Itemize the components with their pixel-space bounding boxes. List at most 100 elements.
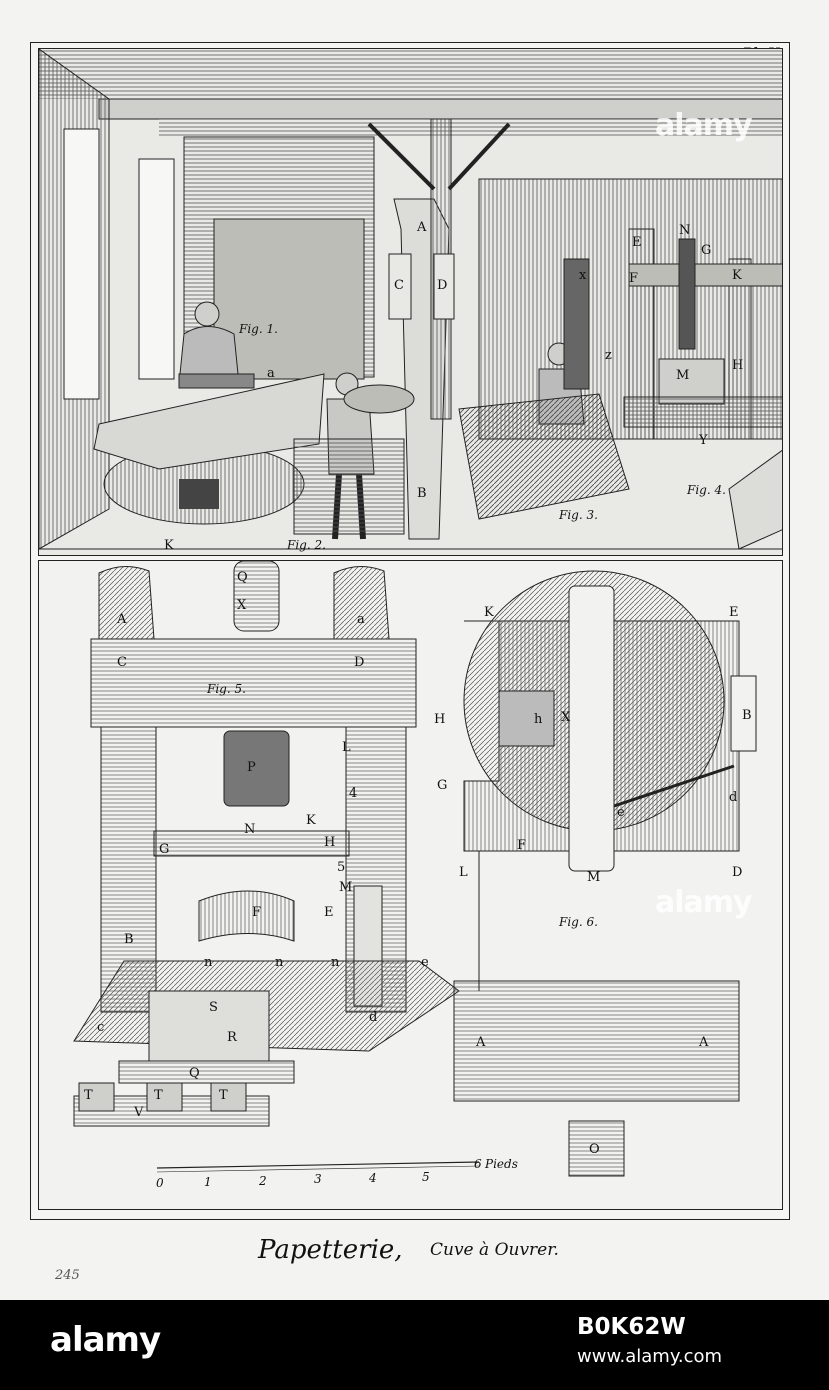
scale-tick-5: 5	[422, 1170, 430, 1184]
presser-bench	[458, 393, 630, 520]
svg-text:M: M	[587, 870, 600, 885]
scale-unit: Pieds	[484, 1157, 518, 1171]
screw-press-small	[563, 258, 590, 390]
page-number: 245	[55, 1268, 80, 1283]
svg-text:E: E	[729, 605, 739, 620]
svg-text:d: d	[369, 1010, 377, 1025]
fig4-label: Fig. 4.	[686, 483, 726, 497]
svg-text:B: B	[124, 932, 134, 947]
watermark-alamy-bottom: alamy	[655, 885, 753, 920]
svg-text:E: E	[324, 905, 334, 920]
svg-text:P: P	[247, 760, 256, 775]
vat-rim	[93, 373, 325, 470]
svg-text:T: T	[154, 1088, 163, 1103]
image-id: B0K62W	[577, 1314, 686, 1340]
svg-text:T: T	[219, 1088, 228, 1103]
plate-subtitle: Cuve à Ouvrer.	[430, 1240, 559, 1260]
fig6-label: Fig. 6.	[558, 915, 598, 929]
svg-text:a: a	[357, 612, 365, 627]
press-and-vat-panel: A a Q X C D B P L 4 K N G H 5 F E M c d …	[38, 560, 783, 1210]
svg-text:G: G	[437, 778, 447, 793]
press-base	[623, 396, 782, 428]
svg-text:B: B	[417, 486, 427, 501]
svg-text:5: 5	[337, 860, 345, 875]
scale-tick-3: 3	[314, 1172, 322, 1186]
svg-text:S: S	[209, 1000, 218, 1015]
window-left	[63, 128, 100, 400]
press-and-vat-illustration: A a Q X C D B P L 4 K N G H 5 F E M c d …	[73, 561, 757, 1190]
svg-text:D: D	[354, 655, 364, 670]
alamy-logo: alamy	[50, 1320, 161, 1360]
svg-text:H: H	[434, 712, 445, 727]
fig3-label: Fig. 3.	[558, 508, 598, 522]
svg-text:d: d	[729, 790, 737, 805]
fig5-label: Fig. 5.	[206, 682, 246, 696]
svg-text:M: M	[676, 368, 689, 383]
svg-text:O: O	[589, 1142, 600, 1157]
svg-text:D: D	[732, 865, 742, 880]
svg-text:F: F	[629, 271, 638, 286]
svg-text:A: A	[116, 612, 127, 627]
stock-footer-bar	[0, 1300, 829, 1390]
window-middle	[138, 158, 175, 380]
svg-text:X: X	[561, 710, 571, 725]
press-screw	[678, 238, 696, 350]
post-bracket-c	[388, 253, 412, 320]
svg-text:H: H	[732, 358, 743, 373]
post-bracket-d	[433, 253, 455, 320]
svg-text:x: x	[579, 268, 587, 283]
svg-text:K: K	[164, 538, 174, 553]
svg-text:z: z	[605, 348, 612, 363]
svg-text:F: F	[517, 838, 526, 853]
vat-heater	[179, 479, 219, 509]
svg-text:X: X	[237, 598, 247, 613]
fig2-label: Fig. 2.	[286, 538, 326, 552]
svg-text:A: A	[475, 1035, 486, 1050]
ceiling	[39, 49, 782, 99]
paper-mould	[178, 373, 255, 389]
svg-text:e: e	[617, 805, 625, 820]
svg-text:E: E	[632, 235, 642, 250]
svg-text:N: N	[679, 223, 690, 238]
svg-text:Q: Q	[237, 570, 248, 585]
svg-text:T: T	[84, 1088, 93, 1103]
svg-text:K: K	[484, 605, 494, 620]
svg-text:M: M	[339, 880, 352, 895]
svg-text:h: h	[534, 712, 543, 727]
svg-text:4: 4	[349, 786, 357, 801]
workshop-illustration: A B C D a x z E F G H K M N Y K Fig. 1. …	[39, 49, 782, 553]
svg-text:G: G	[159, 842, 169, 857]
paper-press-fig5	[73, 561, 460, 1127]
svg-text:V: V	[133, 1105, 144, 1120]
svg-text:N: N	[244, 822, 255, 837]
svg-text:A: A	[698, 1035, 709, 1050]
svg-text:A: A	[416, 220, 427, 235]
svg-text:e: e	[421, 955, 429, 970]
plate-title: Papetterie,	[258, 1235, 403, 1265]
press-post-right	[728, 258, 752, 440]
scale-tick-2: 2	[258, 1174, 267, 1188]
press-head-beam	[628, 263, 782, 287]
ceiling-beam-2	[159, 119, 782, 137]
scale-tick-0: 0	[156, 1176, 164, 1190]
fig1-label: Fig. 1.	[238, 322, 278, 336]
svg-text:L: L	[342, 740, 351, 755]
svg-text:C: C	[394, 278, 404, 293]
watermark-alamy-top: alamy	[655, 108, 753, 143]
svg-text:D: D	[437, 278, 447, 293]
svg-text:n: n	[331, 955, 340, 970]
stock-url[interactable]: www.alamy.com	[577, 1346, 723, 1367]
svg-text:C: C	[117, 655, 127, 670]
svg-text:G: G	[701, 243, 711, 258]
svg-text:Y: Y	[698, 433, 708, 448]
scale-tick-4: 4	[368, 1171, 377, 1185]
scale-bar	[156, 1161, 480, 1173]
water-tub	[343, 384, 415, 414]
svg-text:F: F	[252, 905, 261, 920]
vat-plan-fig6	[453, 570, 757, 1177]
svg-text:n: n	[204, 955, 213, 970]
stool	[728, 449, 782, 550]
vatman-head	[194, 301, 220, 327]
svg-text:H: H	[324, 835, 335, 850]
svg-text:c: c	[97, 1020, 104, 1035]
